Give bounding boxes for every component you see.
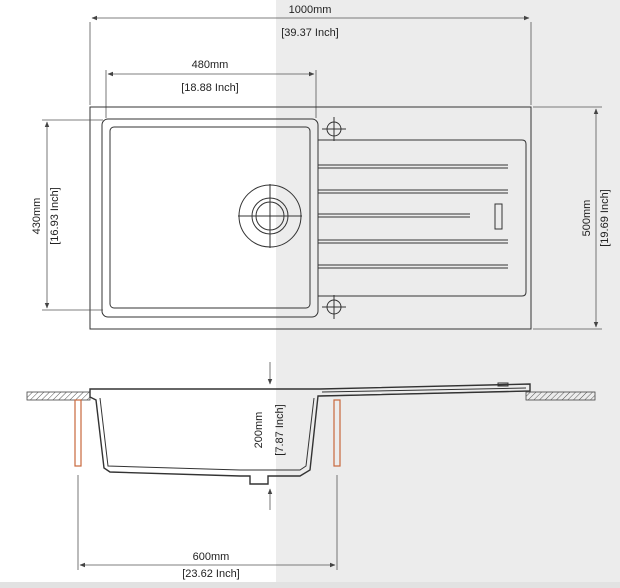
bottom-bar: [0, 582, 620, 588]
cabinet-width-mm: 600mm: [193, 551, 230, 563]
bowl-height-dimension: 200mm [7.87 Inch]: [253, 362, 286, 510]
bowl-height-inch: [7.87 Inch]: [274, 404, 286, 455]
bowl-width-dimension: 480mm [18.88 Inch]: [105, 59, 317, 118]
overall-width-inch: [39.37 Inch]: [281, 27, 339, 39]
cabinet-wall-right: [333, 399, 341, 467]
bowl-depth-inch: [16.93 Inch]: [49, 187, 61, 245]
tap-hole-top-icon: [322, 117, 346, 141]
sink-section-outer: [89, 383, 531, 485]
drainer-board: [318, 139, 527, 297]
bowl-width-inch: [18.88 Inch]: [181, 82, 239, 94]
drain-icon: [238, 184, 302, 248]
bowl-width-mm: 480mm: [192, 59, 229, 71]
bowl-depth-mm: 430mm: [31, 198, 43, 235]
top-view: 1000mm [39.37 Inch] 480mm [18.88 Inch]: [31, 4, 611, 330]
side-view: 200mm [7.87 Inch] 600mm [23.62 Inch]: [26, 362, 596, 580]
right-half-background: [276, 0, 620, 588]
tap-hole-bottom-icon: [322, 295, 346, 319]
bowl-inner: [109, 126, 311, 309]
sink-outline: [89, 106, 532, 330]
countertop-left: [26, 391, 91, 401]
overall-width-dimension: 1000mm [39.37 Inch]: [89, 4, 532, 105]
overall-depth-inch: [19.69 Inch]: [599, 189, 611, 247]
bowl-height-mm: 200mm: [253, 412, 265, 449]
cabinet-wall-left: [74, 399, 82, 467]
bowl-outer: [101, 118, 319, 318]
cabinet-width-dimension: 600mm [23.62 Inch]: [77, 475, 338, 580]
overall-width-mm: 1000mm: [289, 4, 332, 16]
bowl-depth-dimension: 430mm [16.93 Inch]: [31, 119, 103, 311]
overall-depth-mm: 500mm: [581, 200, 593, 237]
overall-depth-dimension: 500mm [19.69 Inch]: [533, 106, 611, 330]
sink-section-inner: [99, 397, 315, 471]
cabinet-width-inch: [23.62 Inch]: [182, 568, 240, 580]
countertop-right: [525, 391, 596, 401]
